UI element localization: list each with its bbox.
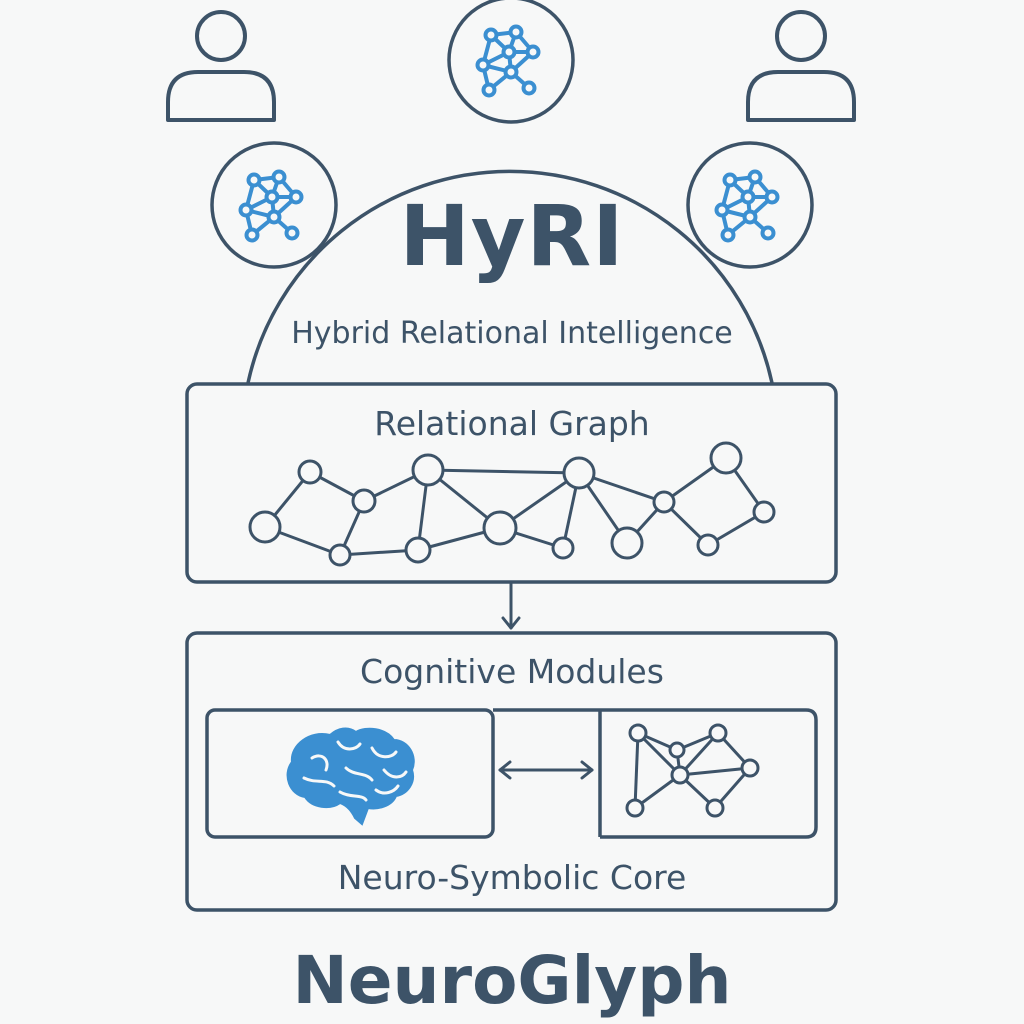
graph-node (652, 490, 676, 514)
graph-node (562, 456, 596, 490)
brain-icon (286, 727, 415, 826)
graph-node (551, 536, 575, 560)
graph-node (610, 526, 644, 560)
graph-node (696, 533, 720, 557)
network-badge-left (210, 141, 338, 269)
graph-node (709, 441, 743, 475)
symbolic-panel (600, 708, 818, 839)
brand-name: NeuroGlyph (292, 942, 732, 1019)
user-icon (746, 10, 856, 122)
cognitive-modules-box (185, 631, 838, 912)
graph-node (752, 500, 776, 524)
double-arrow-icon (498, 760, 594, 780)
hyri-subtitle: Hybrid Relational Intelligence (291, 316, 733, 351)
graph-node (248, 510, 282, 544)
network-badge-right (686, 141, 814, 269)
hyri-title: HyRI (399, 187, 625, 285)
cognitive-modules-title: Cognitive Modules (360, 652, 664, 691)
graph-node (411, 453, 445, 487)
graph-node (328, 543, 352, 567)
user-icon (166, 10, 276, 122)
graph-node (297, 459, 323, 485)
graph-icon (625, 723, 760, 818)
relational-graph-network (248, 441, 776, 567)
relational-graph-title: Relational Graph (374, 404, 650, 443)
graph-node (482, 510, 518, 546)
network-badge-top (447, 0, 575, 124)
neural-panel (205, 708, 495, 839)
graph-node (404, 536, 432, 564)
hyri-arc (246, 169, 774, 384)
arrow-down-icon (501, 582, 521, 630)
neuro-symbolic-core-label: Neuro-Symbolic Core (337, 858, 687, 897)
graph-node (351, 488, 377, 514)
relational-graph-box (185, 382, 838, 584)
